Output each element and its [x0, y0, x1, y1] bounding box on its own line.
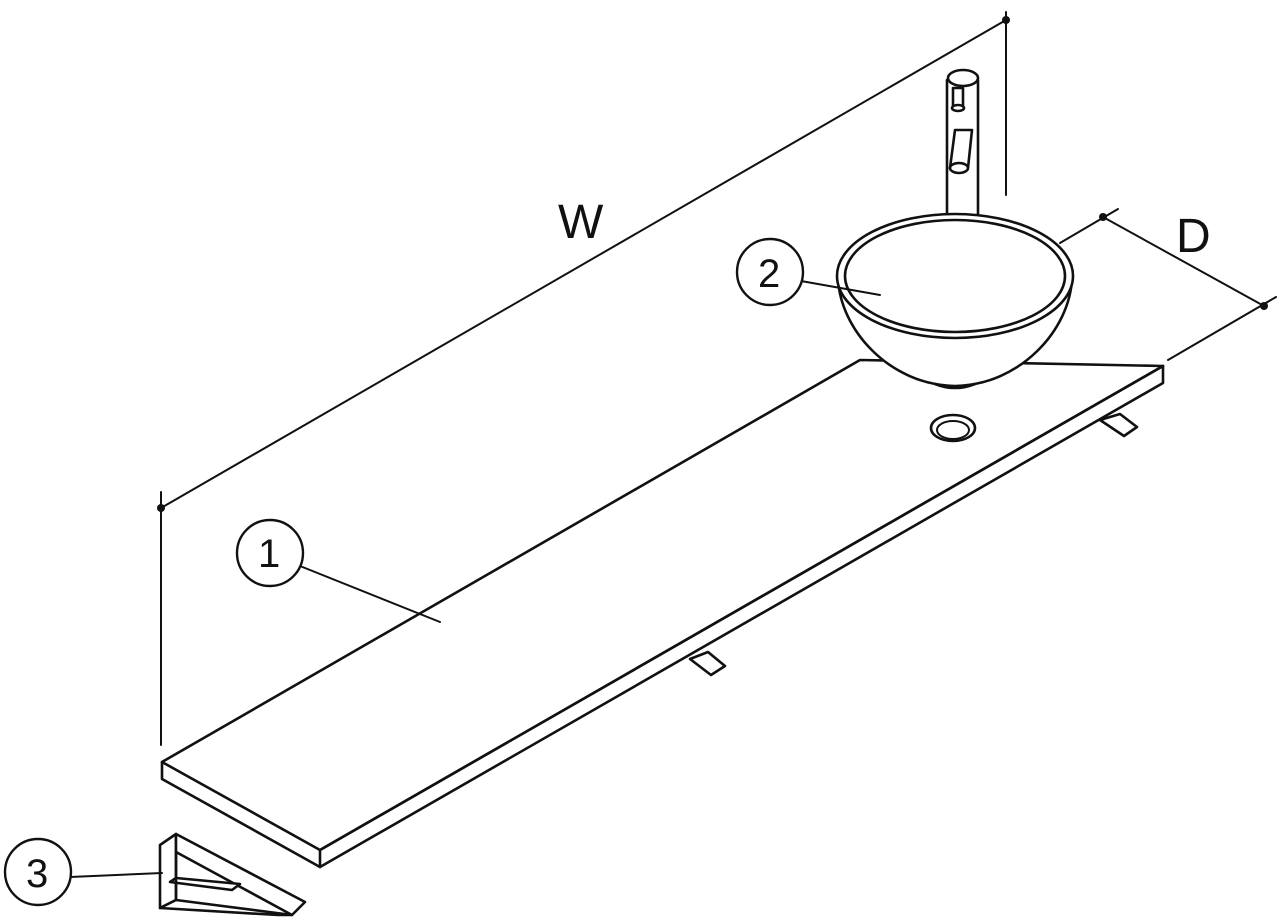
- faucet: [945, 68, 980, 220]
- bracket-tab-right: [1098, 412, 1139, 438]
- wall-bracket: [158, 832, 307, 917]
- callout-1-number: 1: [258, 532, 280, 576]
- vessel-sink: [835, 212, 1075, 390]
- faucet-hole: [929, 413, 977, 443]
- width-dimension: W: [157, 11, 1010, 746]
- callout-3-number: 3: [26, 852, 48, 896]
- width-label: W: [558, 196, 604, 249]
- callout-3: 3: [3, 837, 163, 907]
- depth-label: D: [1176, 210, 1211, 263]
- callout-2: 2: [735, 237, 881, 307]
- callout-1: 1: [235, 518, 441, 623]
- depth-dimension: D: [1059, 208, 1277, 361]
- bracket-tab-middle: [688, 650, 727, 677]
- countertop: [160, 358, 1165, 869]
- callout-2-number: 2: [758, 252, 780, 296]
